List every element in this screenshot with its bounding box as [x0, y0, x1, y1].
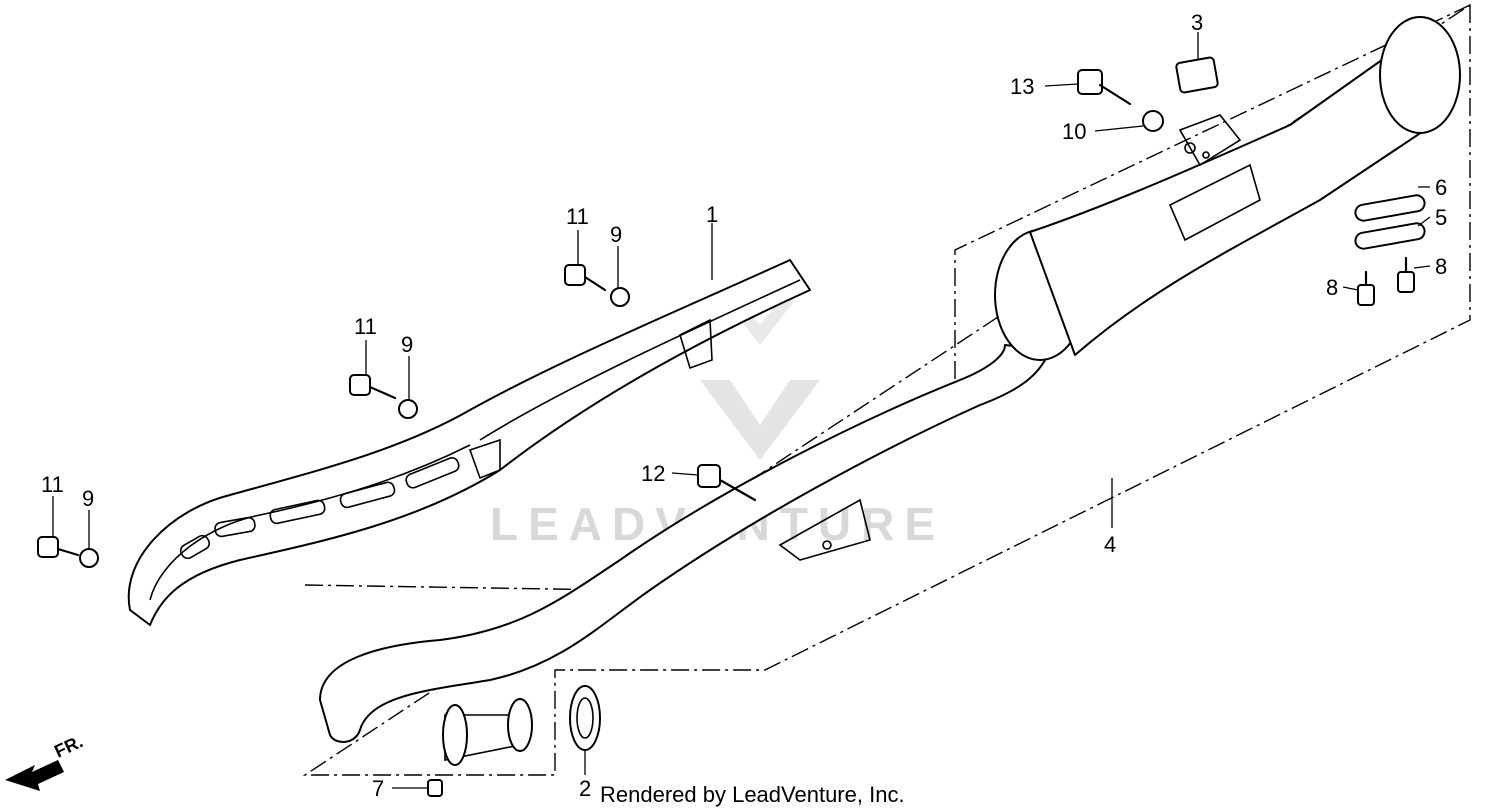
bolt-12: [697, 464, 757, 502]
callout-5: 5: [1435, 205, 1447, 230]
nut-8b: [1397, 256, 1415, 293]
gasket: [569, 685, 601, 751]
callout-12: 12: [641, 461, 665, 486]
rubber-pad: [1175, 56, 1219, 94]
callout-2: 2: [579, 776, 591, 801]
callout-11b: 11: [354, 314, 377, 339]
washer-9a: [610, 287, 630, 307]
nut-7: [427, 779, 443, 797]
callout-1: 1: [706, 202, 718, 227]
watermark-logo-icon: [700, 380, 820, 460]
bolt-13: [1077, 69, 1132, 106]
heat-shield: [127, 259, 811, 626]
callout-11a: 11: [566, 204, 589, 229]
washer-9b: [398, 399, 418, 419]
nut-8a: [1357, 270, 1375, 306]
callout-10: 10: [1062, 119, 1086, 144]
washer-9c: [79, 548, 99, 568]
bolt-11c: [37, 536, 80, 558]
plate-5: [1354, 222, 1426, 250]
plate-6: [1354, 194, 1426, 222]
callout-9b: 9: [401, 332, 413, 357]
callout-13: 13: [1010, 74, 1034, 99]
callouts: 1 2 3 4 5 6 7 8 8 9 9 9 10 11 11 11 12 1…: [41, 10, 1447, 801]
muffler-pipe: [319, 16, 1461, 766]
bolt-11b: [349, 374, 397, 400]
callout-6: 6: [1435, 175, 1447, 200]
bolt-11a: [564, 264, 607, 292]
arrow-front-icon: [5, 760, 64, 791]
callout-11c: 11: [41, 472, 64, 497]
callout-8a: 8: [1326, 275, 1338, 300]
callout-9c: 9: [82, 486, 94, 511]
front-direction-marker: FR.: [5, 731, 86, 791]
callout-4: 4: [1104, 532, 1116, 557]
callout-9a: 9: [610, 222, 622, 247]
credit-text: Rendered by LeadVenture, Inc.: [600, 782, 905, 807]
callout-7: 7: [372, 776, 384, 801]
fr-label: FR.: [51, 731, 86, 761]
leader-lines: [52, 32, 1431, 789]
callout-3: 3: [1191, 10, 1203, 35]
washer-10: [1142, 110, 1164, 132]
callout-8b: 8: [1435, 254, 1447, 279]
